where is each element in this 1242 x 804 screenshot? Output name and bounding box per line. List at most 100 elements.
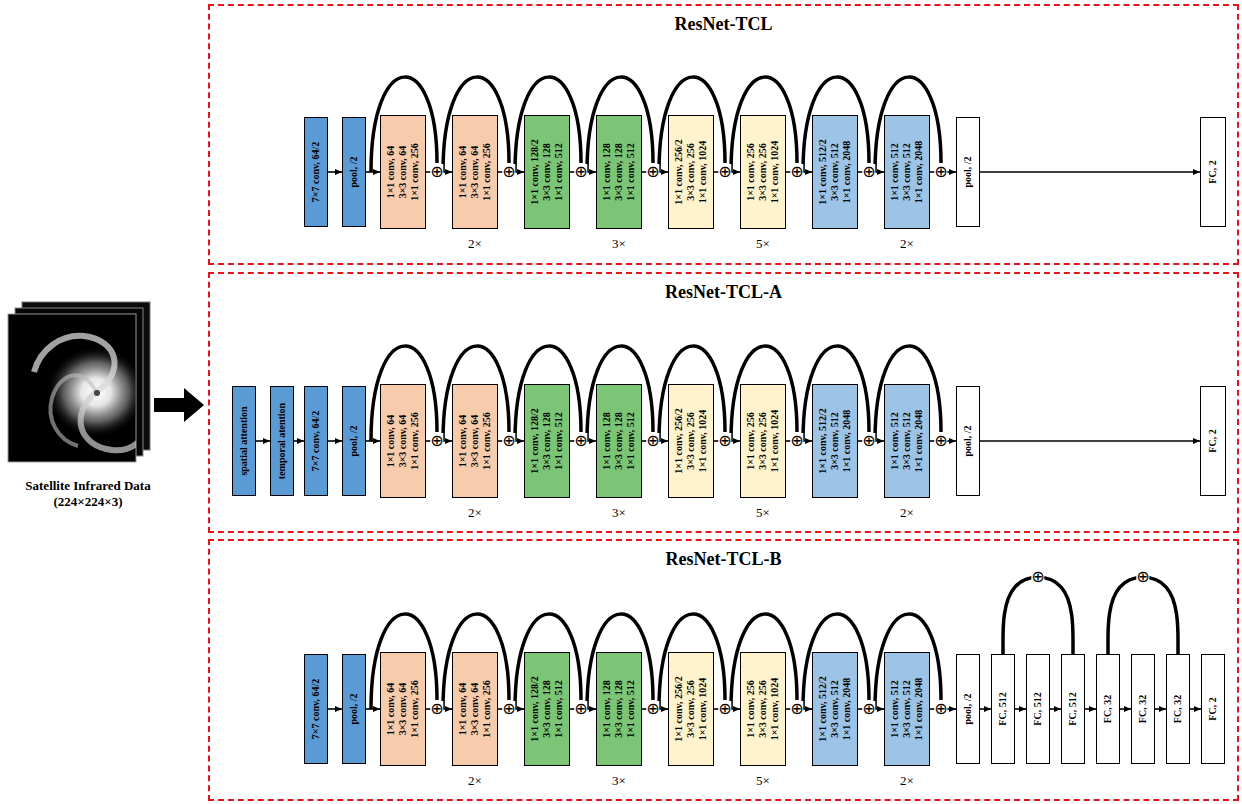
residual-block: 1×1 conv, 643×3 conv, 641×1 conv, 256 — [380, 384, 426, 498]
flow-arrow — [1050, 708, 1061, 710]
rotated-text: 1×1 conv, 128/23×3 conv, 1281×1 conv, 51… — [529, 408, 565, 473]
hurricane-picture — [34, 336, 136, 450]
rotated-text: 7×7 conv, 64/2 — [310, 411, 322, 471]
rotated-text: 1×1 conv, 5123×3 conv, 5121×1 conv, 2048 — [889, 678, 925, 741]
layer-text: 1×1 conv, 2048 — [841, 408, 853, 473]
layer-text: 3×3 conv, 64 — [469, 680, 481, 738]
layer-text: 1×1 conv, 128/2 — [529, 408, 541, 473]
flow-arrow — [366, 440, 380, 442]
residual-block: 1×1 conv, 1283×3 conv, 1281×1 conv, 512 — [596, 384, 642, 498]
flow-arrow — [642, 708, 668, 710]
residual-block: 1×1 conv, 128/23×3 conv, 1281×1 conv, 51… — [524, 384, 570, 498]
flow-arrow — [714, 440, 740, 442]
residual-block: 1×1 conv, 256/23×3 conv, 2561×1 conv, 10… — [668, 652, 714, 766]
layer-text: 1×1 conv, 128/2 — [529, 139, 541, 204]
layer-text: 3×3 conv, 256 — [685, 139, 697, 204]
layer-text: 1×1 conv, 512 — [625, 143, 637, 201]
residual-block: 1×1 conv, 5123×3 conv, 5121×1 conv, 2048 — [884, 115, 930, 229]
layer-text: 1×1 conv, 512 — [889, 678, 901, 741]
rotated-text: 1×1 conv, 5123×3 conv, 5121×1 conv, 2048 — [889, 141, 925, 204]
rotated-text: 1×1 conv, 643×3 conv, 641×1 conv, 256 — [457, 143, 493, 201]
rotated-text: FC, 32 — [1137, 695, 1149, 723]
layer-text: 1×1 conv, 2048 — [913, 678, 925, 741]
flow-arrow — [858, 708, 884, 710]
spiral-band — [34, 336, 115, 392]
sum-symbol: ⊕ — [934, 164, 947, 180]
flow-arrow — [328, 708, 342, 710]
layer-text: 1×1 conv, 512 — [625, 680, 637, 738]
flow-arrow — [328, 171, 342, 173]
layer-text: 1×1 conv, 512 — [889, 410, 901, 473]
layer-box: pool, /2 — [956, 386, 980, 496]
repeat-count: 3× — [612, 506, 626, 520]
flow-arrow — [980, 171, 1200, 173]
rotated-text: pool, /2 — [962, 693, 974, 724]
layer-text: temporal atention — [276, 403, 288, 479]
repeat-count: 2× — [468, 506, 482, 520]
rotated-text: 1×1 conv, 128/23×3 conv, 1281×1 conv, 51… — [529, 139, 565, 204]
panel-title: ResNet-TCL — [210, 14, 1237, 35]
rotated-text: pool, /2 — [348, 156, 360, 187]
layer-text: 1×1 conv, 256 — [745, 678, 757, 741]
layer-text: 1×1 conv, 512 — [553, 676, 565, 741]
spiral-band — [50, 375, 96, 446]
layer-text: FC, 2 — [1207, 429, 1219, 452]
layer-box: 7×7 conv, 64/2 — [304, 117, 328, 227]
flow-arrow — [786, 708, 812, 710]
layer-text: pool, /2 — [348, 693, 360, 724]
flow-arrow — [714, 708, 740, 710]
layer-text: pool, /2 — [962, 425, 974, 456]
layer-text: 1×1 conv, 512/2 — [817, 139, 829, 204]
flow-arrow — [426, 171, 452, 173]
layer-box: FC, 32 — [1166, 654, 1190, 764]
spiral-band — [81, 392, 136, 450]
sum-symbol: ⊕ — [502, 164, 515, 180]
sum-symbol: ⊕ — [1136, 569, 1149, 585]
layer-text: 1×1 conv, 256 — [745, 141, 757, 204]
repeat-count: 3× — [612, 237, 626, 251]
layer-text: 3×3 conv, 64 — [397, 680, 409, 738]
layer-text: 1×1 conv, 2048 — [913, 141, 925, 204]
layer-text: FC, 2 — [1207, 697, 1219, 720]
flow-arrow — [328, 440, 342, 442]
layer-text: 3×3 conv, 256 — [685, 676, 697, 741]
layer-text: 1×1 conv, 512 — [553, 139, 565, 204]
image-caption: Satellite Infrared Data (224×224×3) — [3, 478, 173, 510]
layer-text: 3×3 conv, 256 — [757, 410, 769, 473]
layer-text: 3×3 conv, 512 — [829, 139, 841, 204]
flow-arrow — [1155, 708, 1166, 710]
rotated-text: temporal atention — [276, 403, 288, 479]
rotated-text: 1×1 conv, 512/23×3 conv, 5121×1 conv, 20… — [817, 139, 853, 204]
rotated-text: 7×7 conv, 64/2 — [310, 142, 322, 202]
layer-text: 3×3 conv, 256 — [757, 141, 769, 204]
sum-symbol: ⊕ — [718, 164, 731, 180]
layer-box: spatial attention — [232, 386, 256, 496]
layer-text: 1×1 conv, 256 — [409, 680, 421, 738]
layer-text: 3×3 conv, 128 — [541, 139, 553, 204]
layer-text: 7×7 conv, 64/2 — [310, 142, 322, 202]
layer-text: 1×1 conv, 2048 — [841, 676, 853, 741]
layer-text: 1×1 conv, 512 — [889, 141, 901, 204]
flow-arrow — [256, 440, 270, 442]
layer-text: 7×7 conv, 64/2 — [310, 411, 322, 471]
flow-arrow — [498, 171, 524, 173]
flow-arrow — [980, 708, 991, 710]
rotated-text: 1×1 conv, 643×3 conv, 641×1 conv, 256 — [457, 412, 493, 470]
residual-block: 1×1 conv, 643×3 conv, 641×1 conv, 256 — [380, 115, 426, 229]
layer-text: 3×3 conv, 64 — [397, 412, 409, 470]
sum-symbol: ⊕ — [430, 433, 443, 449]
layer-text: pool, /2 — [962, 693, 974, 724]
flow-arrow — [980, 440, 1200, 442]
rotated-text: 1×1 conv, 2563×3 conv, 2561×1 conv, 1024 — [745, 678, 781, 741]
sum-symbol: ⊕ — [862, 433, 875, 449]
residual-block: 1×1 conv, 643×3 conv, 641×1 conv, 256 — [452, 384, 498, 498]
residual-block: 1×1 conv, 128/23×3 conv, 1281×1 conv, 51… — [524, 115, 570, 229]
layer-box: 7×7 conv, 64/2 — [304, 386, 328, 496]
sum-symbol: ⊕ — [574, 164, 587, 180]
panel-title: ResNet-TCL-B — [210, 549, 1237, 570]
layer-box: pool, /2 — [342, 654, 366, 764]
layer-text: 1×1 conv, 512/2 — [817, 408, 829, 473]
rotated-text: FC, 512 — [997, 692, 1009, 725]
flow-arrow — [426, 440, 452, 442]
rotated-text: FC, 512 — [1067, 692, 1079, 725]
